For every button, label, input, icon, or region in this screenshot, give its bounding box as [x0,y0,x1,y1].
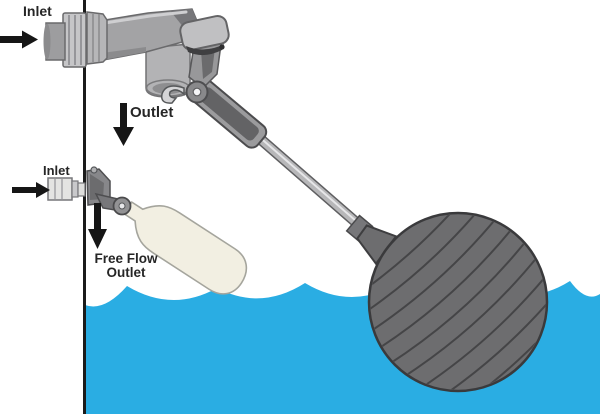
ball [367,211,549,393]
main-outlet-arrow down-arrow-icon [113,103,134,146]
tank-wall [83,0,86,414]
main-outlet-label: Outlet [130,104,174,121]
free-flow-outlet-label-line2: Outlet [106,264,146,280]
float-rod [252,131,372,237]
free-flow-outlet-label-line1: Free Flow [94,251,158,266]
wall-nut-inner [86,11,108,65]
aux-bracket-bolt [90,166,98,174]
aux-inlet-arrow right-arrow-icon [12,182,50,198]
free-flow-outlet-label: Free Flow Outlet [84,252,168,279]
aux-float-valve [47,166,248,295]
free-flow-outlet-arrow down-arrow-icon [88,203,107,249]
main-inlet-arrow right-arrow-icon [0,30,38,49]
aux-inlet-label: Inlet [43,163,70,178]
aux-inlet-fitting [47,177,73,201]
main-inlet-label: Inlet [23,3,52,19]
ball-neck [356,224,398,266]
lever-clip [160,85,185,104]
valve-cap [179,14,230,51]
ball-float [337,182,579,414]
main-float-valve [43,8,268,149]
